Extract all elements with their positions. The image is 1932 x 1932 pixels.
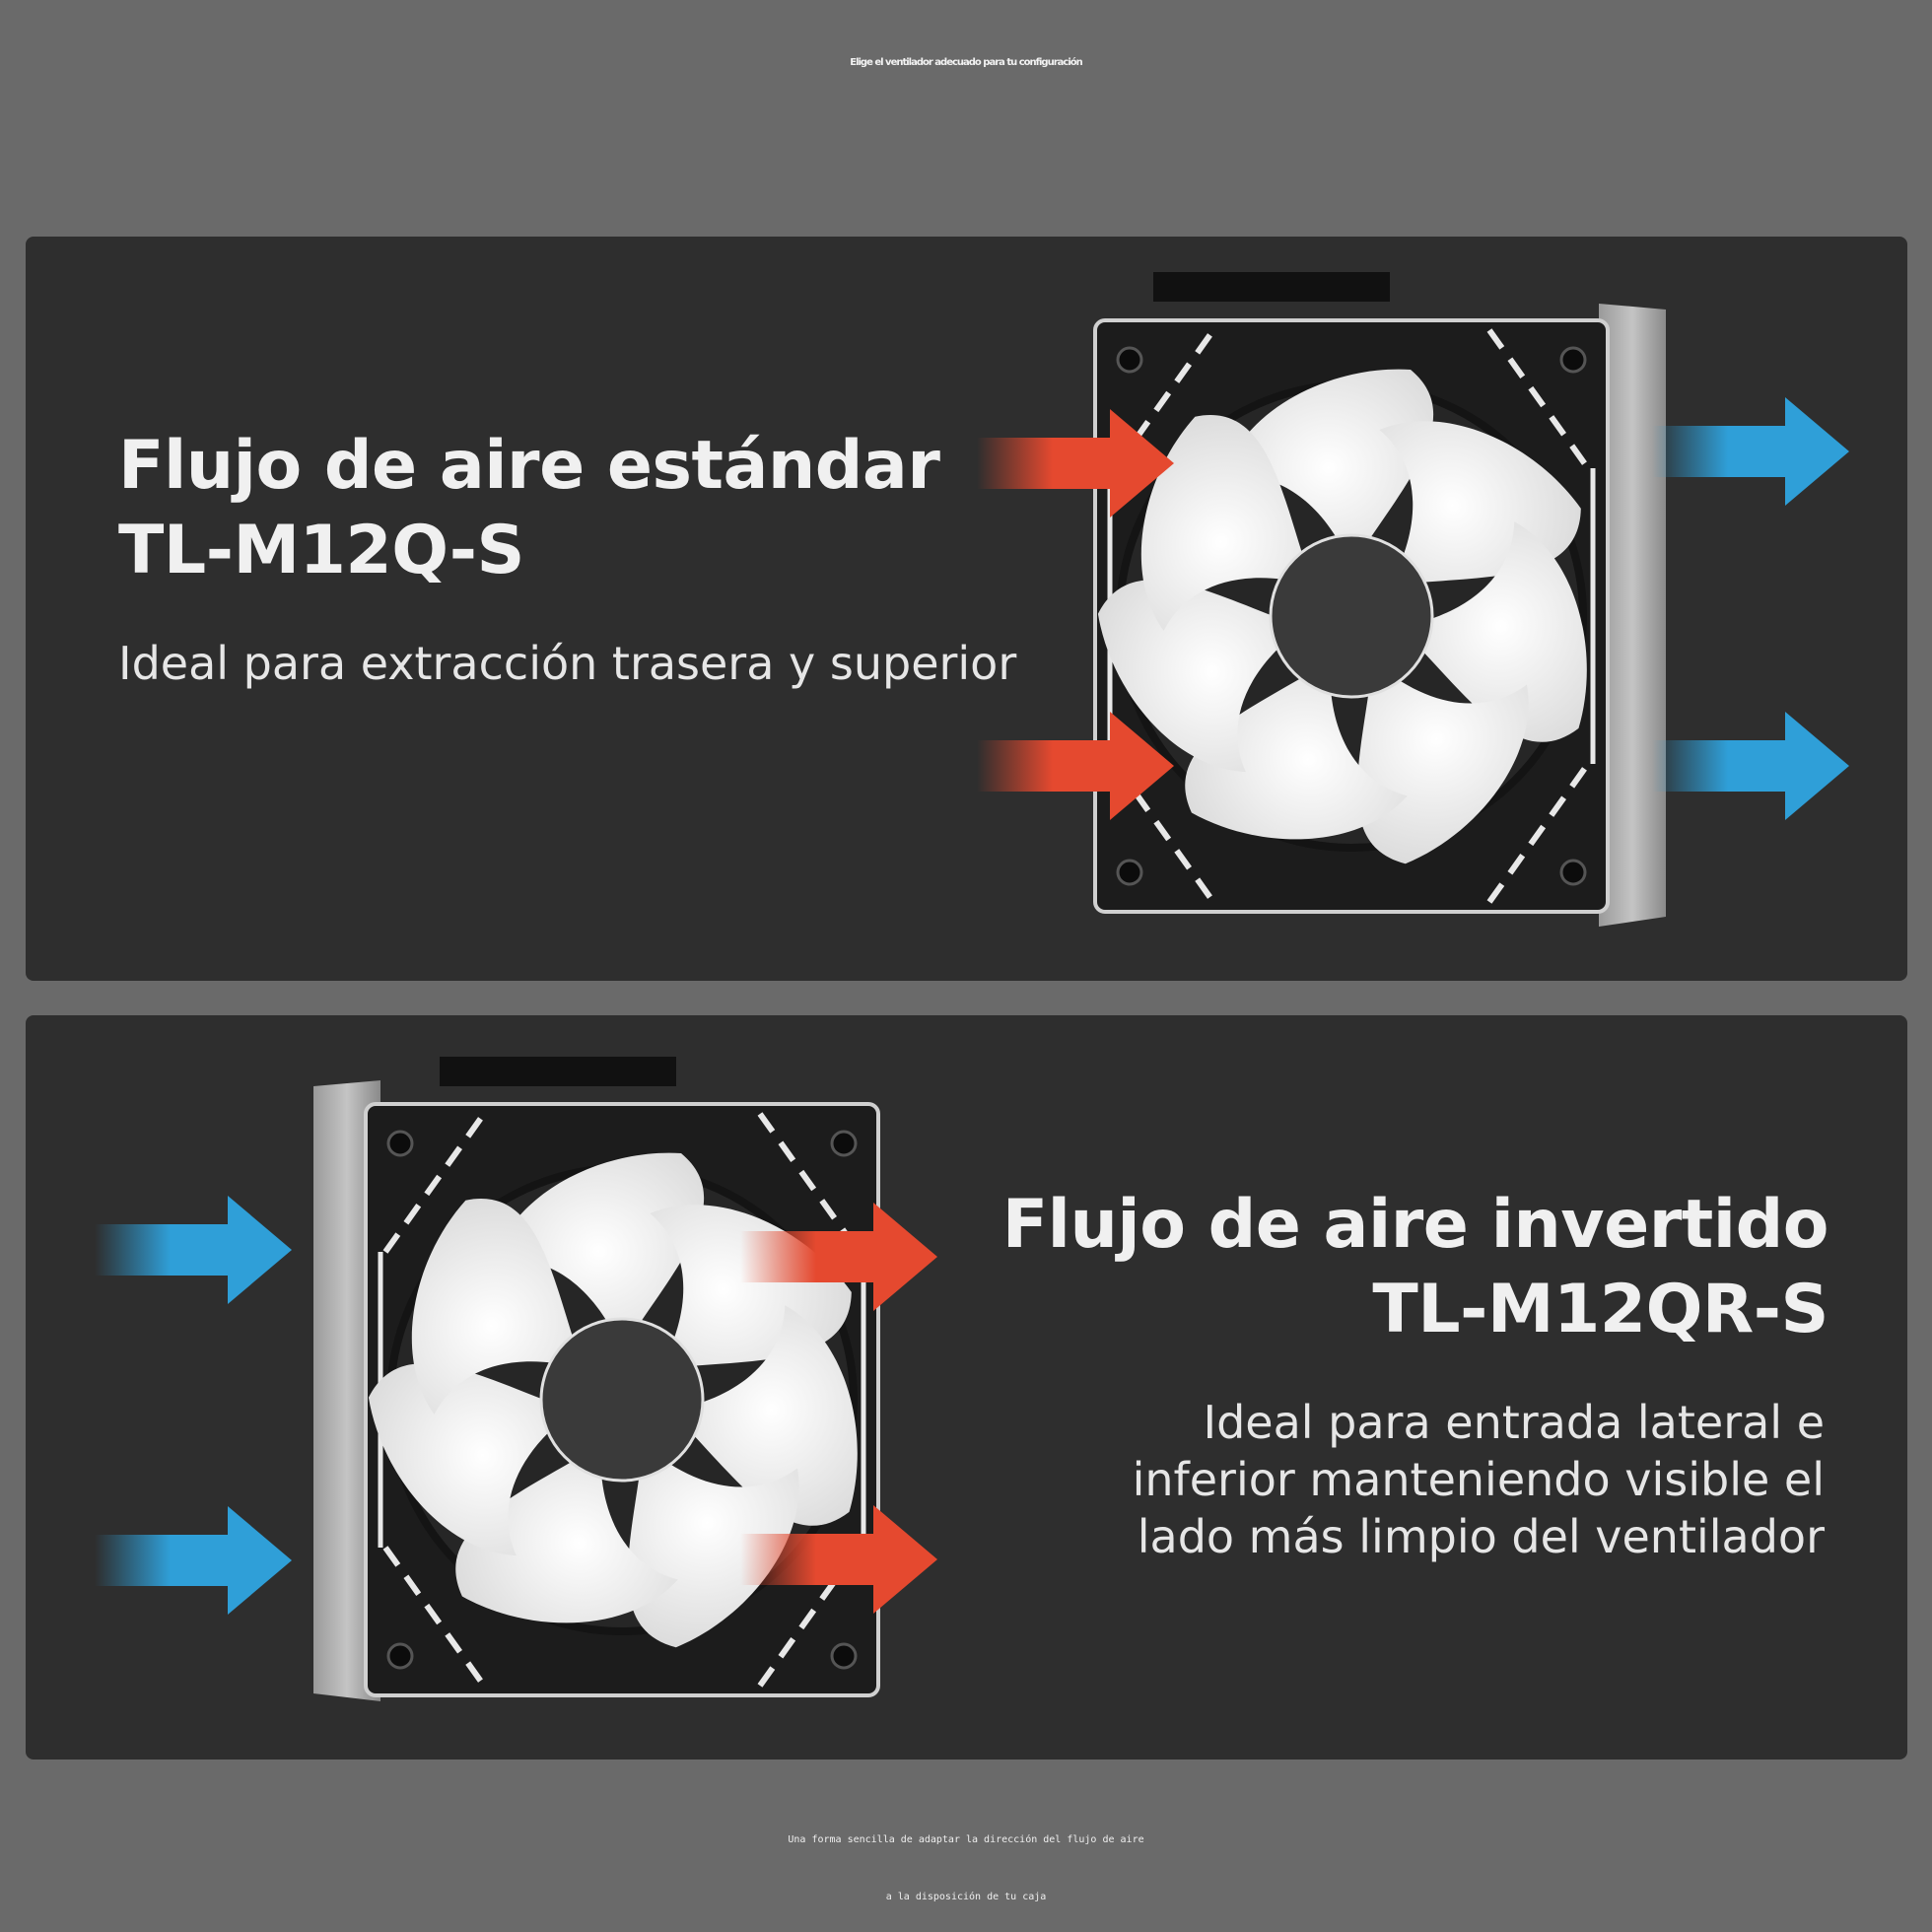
reverse-airflow-panel: Flujo de aire invertido TL-M12QR-S Ideal… [26, 1015, 1907, 1760]
fan-top-bracket [1153, 272, 1390, 302]
standard-heading: Flujo de aire estándar TL-M12Q-S [118, 424, 940, 593]
fan-icon [349, 1104, 891, 1695]
page-title: Elige el ventilador adecuado para tu con… [850, 57, 1082, 68]
footer-line: Una forma sencilla de adaptar la direcci… [788, 1834, 1144, 1845]
footer-line: a la disposición de tu caja [885, 1892, 1047, 1902]
reverse-description: Ideal para entrada lateral e inferior ma… [1133, 1394, 1825, 1565]
standard-heading-title: Flujo de aire estándar [118, 427, 940, 505]
arrow-right-icon [95, 1196, 292, 1304]
reverse-fan-illustration [95, 1057, 937, 1701]
reverse-heading-title: Flujo de aire invertido [1001, 1186, 1829, 1264]
arrow-right-icon [1652, 397, 1849, 506]
reverse-description-line: lado más limpio del ventilador [1137, 1510, 1825, 1563]
reverse-description-line: Ideal para entrada lateral e [1203, 1396, 1825, 1449]
standard-airflow-panel: Flujo de aire estándar TL-M12Q-S Ideal p… [26, 237, 1907, 981]
arrow-right-icon [95, 1506, 292, 1615]
arrow-right-icon [1652, 712, 1849, 820]
fan-top-bracket [440, 1057, 676, 1086]
standard-description: Ideal para extracción trasera y superior [118, 637, 1017, 690]
reverse-heading: Flujo de aire invertido TL-M12QR-S [1001, 1183, 1829, 1352]
reverse-model-name: TL-M12QR-S [1372, 1271, 1828, 1348]
fan-icon [1078, 320, 1621, 912]
standard-model-name: TL-M12Q-S [118, 512, 525, 589]
fan-side-frame [1599, 304, 1666, 927]
reverse-description-line: inferior manteniendo visible el [1132, 1453, 1825, 1506]
standard-fan-illustration [977, 272, 1849, 927]
footer-caption: Una forma sencilla de adaptar la direcci… [0, 1812, 1932, 1926]
